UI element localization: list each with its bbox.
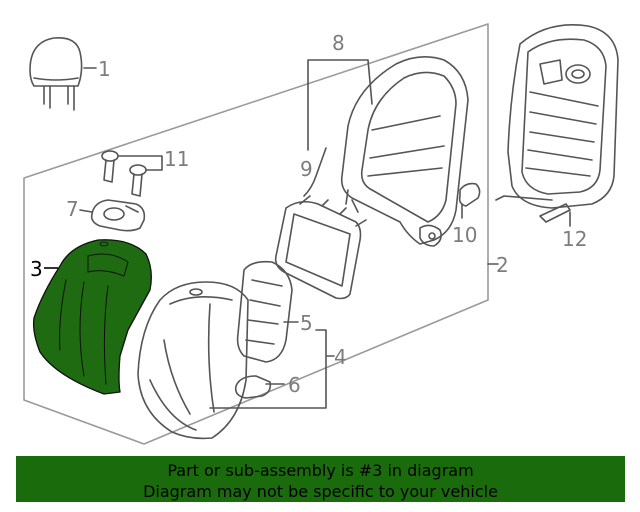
callout-3: 3: [30, 257, 43, 281]
callout-4: 4: [334, 345, 347, 369]
seat-back-pad-highlighted: [32, 239, 152, 395]
banner-line-1: Part or sub-assembly is #3 in diagram: [167, 461, 474, 480]
seat-back-trim-part: [137, 281, 249, 440]
rear-back-panel-part: [495, 24, 619, 223]
bracket-part: [458, 182, 481, 207]
callout-5: 5: [300, 311, 313, 335]
callout-6: 6: [288, 373, 301, 397]
side-frame-part: [236, 260, 293, 363]
parts-diagram: 1 8 9 11 7 10 12 2 3 5 4 6: [23, 23, 619, 445]
banner-line-2: Diagram may not be specific to your vehi…: [143, 482, 498, 501]
callout-2: 2: [496, 253, 509, 277]
mount-bracket-part: [234, 375, 272, 399]
headrest-part: [29, 36, 83, 111]
callout-7: 7: [66, 197, 79, 221]
bolts-part: [101, 150, 147, 197]
cable-part: [303, 147, 327, 197]
leader-8: [307, 59, 373, 151]
callout-10: 10: [452, 223, 477, 247]
seat-frame-part: [340, 56, 469, 247]
assembly-boundary: [23, 23, 489, 445]
callout-9: 9: [300, 157, 313, 181]
info-banner: Part or sub-assembly is #3 in diagram Di…: [16, 456, 625, 502]
callout-12: 12: [562, 227, 587, 251]
leader-4: [209, 329, 335, 409]
seat-module-part: [274, 195, 367, 300]
callout-1: 1: [98, 57, 111, 81]
leader-7: [79, 209, 93, 213]
callout-8: 8: [332, 31, 345, 55]
leader-11: [117, 155, 163, 171]
callout-11: 11: [164, 147, 189, 171]
clip-part: [90, 199, 146, 232]
